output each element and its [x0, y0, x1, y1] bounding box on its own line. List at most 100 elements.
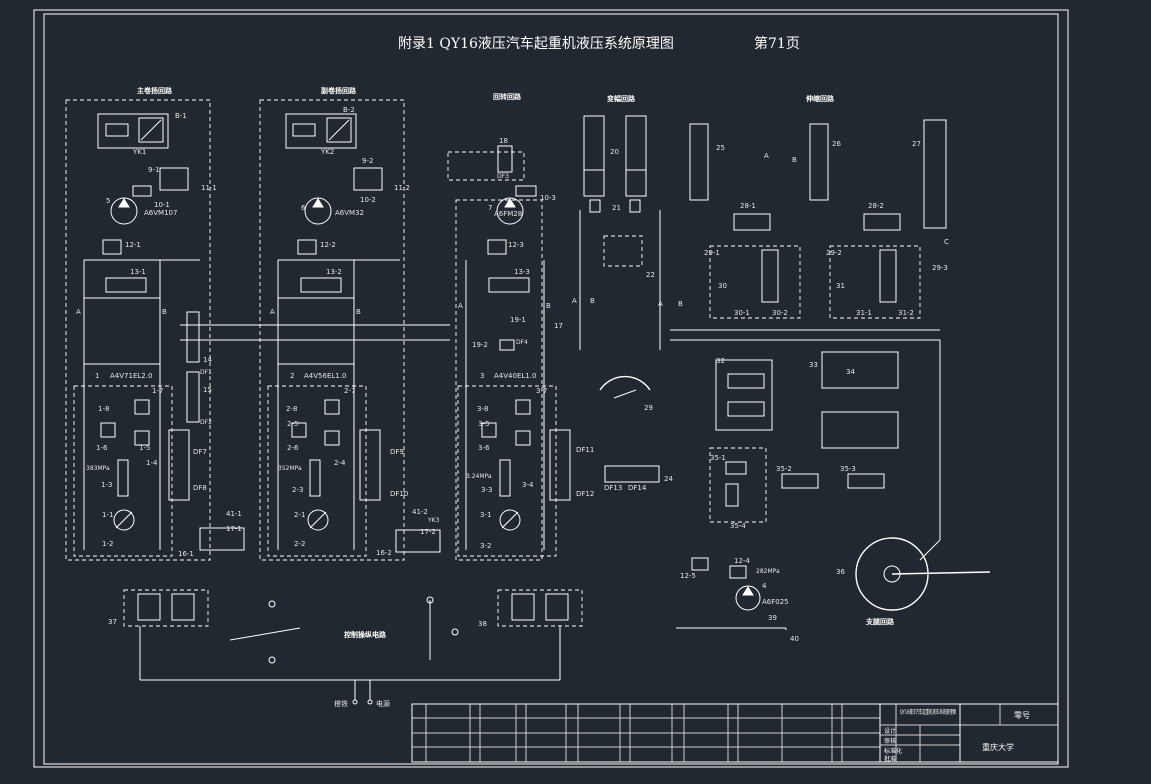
svg-text:搭铁: 搭铁: [334, 699, 348, 708]
svg-text:13-2: 13-2: [326, 268, 342, 276]
svg-text:B: B: [792, 156, 797, 164]
svg-text:34: 34: [846, 368, 855, 376]
luff-circuit: 20 21 22 A B A B 29 DF13 DF14 24: [572, 115, 683, 492]
svg-text:35-2: 35-2: [776, 465, 792, 473]
pilot-pump-blocks: 37 38: [108, 589, 583, 681]
telescope-circuit: 25 26 27 A B C 28-1 28-2 29-1 29-2 29-3 …: [670, 119, 949, 341]
svg-text:2-5: 2-5: [287, 420, 298, 428]
svg-text:DF8: DF8: [193, 484, 207, 492]
svg-text:DF13: DF13: [604, 484, 622, 492]
main-hoist-circuit: B-1 YK1 9-1 10-1 11-1 5 A6VM107 12-1 13-…: [65, 99, 217, 561]
svg-text:DF11: DF11: [576, 446, 594, 454]
svg-text:33: 33: [809, 361, 818, 369]
drawing-title: 附录1 QY16液压汽车起重机液压系统原理图: [398, 35, 674, 52]
svg-text:30-2: 30-2: [772, 309, 788, 317]
svg-text:A6VM32: A6VM32: [335, 209, 364, 217]
svg-text:29: 29: [644, 404, 653, 412]
svg-text:15: 15: [203, 386, 212, 394]
control-circuit: 搭铁 电源: [229, 596, 459, 708]
svg-text:2-1: 2-1: [294, 511, 305, 519]
svg-text:DF1: DF1: [200, 369, 212, 376]
svg-text:3-1: 3-1: [480, 511, 491, 519]
svg-text:A: A: [76, 308, 81, 316]
svg-text:标准化: 标准化: [884, 747, 902, 755]
svg-text:383MPa: 383MPa: [86, 465, 110, 472]
svg-text:37: 37: [108, 618, 117, 626]
svg-text:1-3: 1-3: [101, 481, 112, 489]
svg-text:20: 20: [610, 148, 619, 156]
svg-text:18: 18: [499, 137, 508, 145]
svg-text:14: 14: [203, 356, 212, 364]
slew-circuit: 18 DF3 10-3 7 A6FM28 12-3 13-3 A B 19-1 …: [447, 137, 594, 561]
svg-text:DF3: DF3: [497, 173, 509, 180]
svg-text:25: 25: [716, 144, 725, 152]
section-main-hoist: 主卷扬回路: [137, 86, 173, 95]
svg-text:1-4: 1-4: [146, 459, 158, 467]
svg-text:审核: 审核: [884, 737, 896, 745]
svg-text:2-2: 2-2: [294, 540, 305, 548]
svg-text:32: 32: [716, 357, 725, 365]
svg-text:B: B: [678, 300, 683, 308]
svg-text:1: 1: [95, 372, 99, 380]
svg-text:12-5: 12-5: [680, 572, 696, 580]
svg-text:19-1: 19-1: [510, 316, 526, 324]
svg-text:41-1: 41-1: [226, 510, 242, 518]
svg-text:29-3: 29-3: [932, 264, 948, 272]
svg-text:31-1: 31-1: [856, 309, 872, 317]
svg-text:9-1: 9-1: [148, 166, 159, 174]
svg-text:A: A: [764, 152, 769, 160]
svg-text:B: B: [356, 308, 361, 316]
svg-text:YK3: YK3: [427, 517, 440, 524]
svg-text:A6FM28: A6FM28: [494, 210, 522, 218]
svg-text:3.24MPa: 3.24MPa: [466, 473, 492, 480]
svg-text:282MPa: 282MPa: [756, 568, 780, 575]
svg-text:40: 40: [790, 635, 799, 643]
svg-text:5: 5: [106, 197, 110, 205]
svg-text:30-1: 30-1: [734, 309, 750, 317]
section-aux-hoist: 副卷扬回路: [321, 86, 357, 95]
svg-text:26: 26: [832, 140, 841, 148]
svg-text:DF9: DF9: [390, 448, 404, 456]
svg-text:A6VM107: A6VM107: [144, 209, 177, 217]
svg-text:12-4: 12-4: [734, 557, 750, 565]
svg-text:3-4: 3-4: [522, 481, 534, 489]
svg-text:13-3: 13-3: [514, 268, 530, 276]
svg-text:1-6: 1-6: [96, 444, 108, 452]
electric-valves-16-41: 41-1 17-1 16-1 41-2 YK3 17-2 16-2: [178, 508, 441, 558]
svg-text:17-1: 17-1: [226, 525, 242, 533]
svg-text:A4V71EL2.0: A4V71EL2.0: [110, 372, 152, 380]
svg-text:1-1: 1-1: [102, 511, 113, 519]
svg-text:38: 38: [478, 620, 487, 628]
page-number: 第71页: [754, 35, 800, 52]
section-control-circuit: 控制操纵电路: [344, 630, 387, 639]
svg-text:2-7: 2-7: [344, 387, 355, 395]
outrigger-circuit: 32 33 34 35-4 35-2 35-3 35-1 36: [709, 329, 991, 611]
svg-text:28-2: 28-2: [868, 202, 884, 210]
svg-text:16-2: 16-2: [376, 549, 392, 557]
svg-text:7: 7: [488, 204, 492, 212]
title-block: 设计 审核 标准化 批准 QY16液压汽车起重机液压系统原理图 零号 重庆大学: [411, 703, 1059, 763]
svg-text:A: A: [458, 302, 463, 310]
svg-text:31: 31: [836, 282, 845, 290]
svg-text:批准: 批准: [884, 755, 896, 763]
svg-text:24: 24: [664, 475, 673, 483]
svg-text:10-1: 10-1: [154, 201, 170, 209]
svg-text:36: 36: [836, 568, 845, 576]
svg-text:DF12: DF12: [576, 490, 594, 498]
svg-text:3-8: 3-8: [477, 405, 488, 413]
svg-text:30: 30: [718, 282, 727, 290]
svg-text:B: B: [162, 308, 167, 316]
svg-text:1-5: 1-5: [139, 444, 150, 452]
svg-text:A4V56EL1.0: A4V56EL1.0: [304, 372, 346, 380]
svg-text:17-2: 17-2: [420, 528, 436, 536]
svg-text:3-3: 3-3: [481, 486, 492, 494]
svg-text:1-7: 1-7: [152, 387, 163, 395]
svg-text:19-2: 19-2: [472, 341, 488, 349]
svg-text:28-1: 28-1: [740, 202, 756, 210]
svg-text:YK2: YK2: [320, 148, 334, 156]
svg-text:1-2: 1-2: [102, 540, 113, 548]
svg-text:DF7: DF7: [193, 448, 207, 456]
svg-text:YK1: YK1: [132, 148, 146, 156]
svg-text:41-2: 41-2: [412, 508, 428, 516]
